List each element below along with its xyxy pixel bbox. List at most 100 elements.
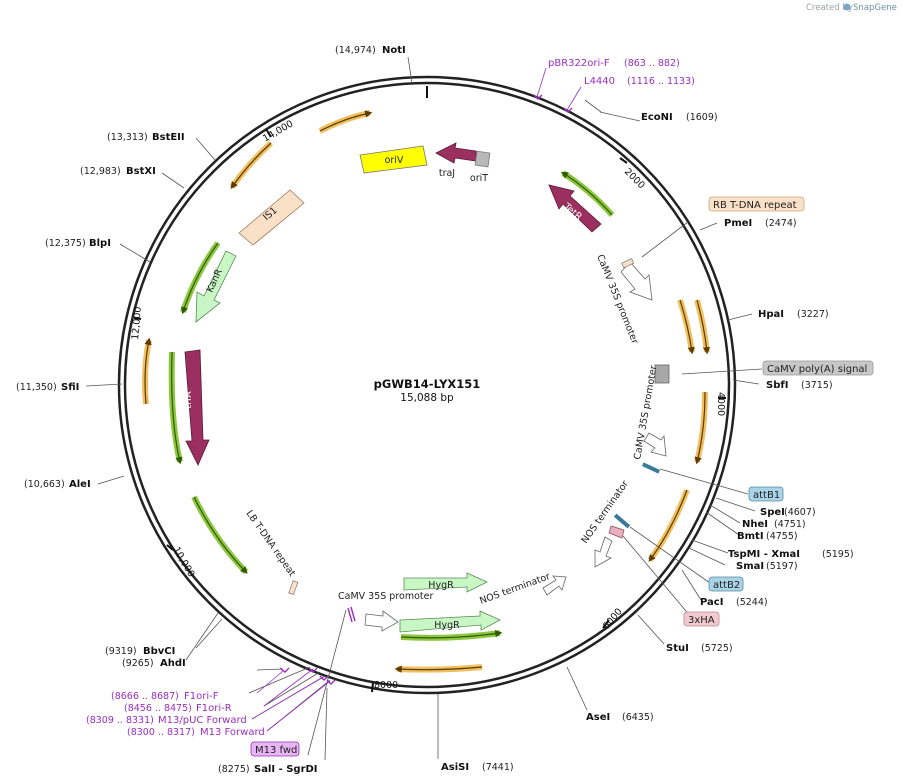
site-SmaI: SmaI (5197) bbox=[736, 561, 798, 572]
tick-2000: 2000 bbox=[622, 166, 647, 191]
svg-text:(9265): (9265) bbox=[122, 658, 154, 669]
primer-L4440: L4440 (1116 .. 1133) bbox=[584, 76, 695, 87]
orf-8-line bbox=[648, 489, 688, 562]
attB2-marker bbox=[613, 513, 631, 529]
site-BbvCI: (9319) BbvCI bbox=[105, 646, 175, 657]
svg-text:(10,663): (10,663) bbox=[24, 479, 65, 490]
svg-text:(1609): (1609) bbox=[686, 112, 718, 123]
oriV-feature bbox=[359, 145, 428, 174]
backbone bbox=[117, 75, 737, 695]
site-SpeI: SpeI (4607) bbox=[760, 507, 816, 518]
primer-arrowheads bbox=[279, 94, 573, 685]
nos-terminator-2-label: NOS terminator bbox=[478, 571, 552, 607]
traJ-label: traJ bbox=[439, 168, 455, 179]
site-TspMI-XmaI: TspMI - XmaI (5195) bbox=[728, 549, 854, 560]
svg-text:AhdI: AhdI bbox=[160, 658, 186, 669]
primer-F1ori-R: (8456 .. 8475) F1ori-R bbox=[124, 703, 232, 714]
svg-text:(8309 .. 8331): (8309 .. 8331) bbox=[86, 715, 154, 726]
site-AsiSI: AsiSI (7441) bbox=[441, 762, 514, 773]
site-BlpI: (12,375) BlpI bbox=[45, 238, 111, 249]
lb-repeat-label: LB T-DNA repeat bbox=[244, 508, 298, 579]
orf-1 bbox=[318, 110, 371, 134]
svg-text:BstEII: BstEII bbox=[152, 132, 185, 143]
label-polyA: CaMV poly(A) signal bbox=[762, 360, 874, 376]
orf-7 bbox=[694, 391, 708, 463]
svg-text:(7441): (7441) bbox=[482, 762, 514, 773]
orf-1-line bbox=[319, 110, 373, 132]
site-PacI: PacI (5244) bbox=[700, 597, 768, 608]
site-AseI: AseI (6435) bbox=[586, 712, 654, 723]
site-PmeI: PmeI (2474) bbox=[724, 218, 797, 229]
site-NotI: (14,974) NotI bbox=[335, 45, 406, 56]
tick-8000: 8000 bbox=[374, 680, 398, 691]
svg-text:(4751): (4751) bbox=[774, 519, 806, 530]
oriT-label: oriT bbox=[470, 173, 488, 184]
svg-text:(6435): (6435) bbox=[622, 712, 654, 723]
label-3xHA: 3xHA bbox=[683, 611, 720, 627]
svg-text:BmtI: BmtI bbox=[737, 531, 764, 542]
polyA-marker bbox=[654, 364, 670, 384]
site-SalI-SgrDI: (8275) SalI - SgrDI bbox=[218, 764, 318, 775]
svg-text:(8666 .. 8687): (8666 .. 8687) bbox=[111, 691, 179, 702]
tick-12000: 12,000 bbox=[130, 306, 144, 340]
svg-text:(863 .. 882): (863 .. 882) bbox=[624, 58, 680, 69]
svg-text:(14,974): (14,974) bbox=[335, 45, 376, 56]
svg-text:(9319): (9319) bbox=[105, 646, 137, 657]
hygr-1-label: HygR bbox=[428, 580, 454, 591]
primer-marker-b bbox=[350, 606, 356, 622]
svg-text:HpaI: HpaI bbox=[758, 309, 784, 320]
svg-text:SmaI: SmaI bbox=[736, 561, 764, 572]
svg-text:RB T-DNA repeat: RB T-DNA repeat bbox=[713, 200, 797, 211]
svg-text:EcoNI: EcoNI bbox=[641, 112, 673, 123]
svg-text:(8456 .. 8475): (8456 .. 8475) bbox=[124, 703, 192, 714]
tick-marks bbox=[133, 128, 726, 693]
svg-text:(4755): (4755) bbox=[766, 531, 798, 542]
orf-7-line bbox=[694, 391, 706, 465]
orf-5-line bbox=[679, 299, 695, 355]
svg-text:attB1: attB1 bbox=[753, 490, 780, 501]
site-SbfI: SbfI (3715) bbox=[766, 380, 833, 391]
tick-6000: 6000 bbox=[601, 606, 625, 632]
svg-text:TspMI - XmaI: TspMI - XmaI bbox=[728, 549, 800, 560]
TetR-feature bbox=[548, 184, 602, 233]
site-EcoNI: EcoNI (1609) bbox=[641, 112, 718, 123]
oriV-label: oriV bbox=[385, 155, 404, 166]
orf-11 bbox=[191, 495, 249, 575]
traJ-feature bbox=[435, 142, 477, 164]
primer-pBR322ori-F: pBR322ori-F (863 .. 882) bbox=[548, 58, 680, 69]
svg-text:(12,983): (12,983) bbox=[80, 166, 121, 177]
KanR-feature bbox=[195, 250, 237, 323]
primer-M13-pUC-Forward: (8309 .. 8331) M13/pUC Forward bbox=[86, 715, 247, 726]
camv-promoter-2-arrow bbox=[643, 432, 667, 457]
svg-text:(3715): (3715) bbox=[801, 380, 833, 391]
site-StuI: StuI (5725) bbox=[666, 643, 733, 654]
trfA-label: trfA bbox=[183, 391, 194, 409]
orf-3-line bbox=[144, 337, 152, 405]
svg-text:(12,375): (12,375) bbox=[45, 238, 86, 249]
label-rb-repeat: RB T-DNA repeat bbox=[708, 196, 805, 212]
svg-text:BlpI: BlpI bbox=[89, 238, 111, 249]
label-attB2: attB2 bbox=[708, 576, 744, 592]
svg-text:NotI: NotI bbox=[382, 45, 406, 56]
svg-text:(5244): (5244) bbox=[736, 597, 768, 608]
site-NheI: NheI (4751) bbox=[742, 519, 806, 530]
svg-text:(5197): (5197) bbox=[766, 561, 798, 572]
orf-arrows bbox=[142, 110, 711, 673]
oriT-feature bbox=[474, 150, 491, 168]
label-M13-fwd: M13 fwd bbox=[250, 741, 300, 757]
primers: pBR322ori-F (863 .. 882) L4440 (1116 .. … bbox=[86, 58, 695, 738]
nos-terminator-2-arrow bbox=[542, 575, 567, 596]
primer-M13-Forward: (8300 .. 8317) M13 Forward bbox=[127, 727, 265, 738]
snapgene-icon bbox=[843, 3, 851, 11]
orf-11-line bbox=[193, 496, 248, 574]
svg-text:BstXI: BstXI bbox=[126, 166, 156, 177]
svg-text:AseI: AseI bbox=[586, 712, 610, 723]
svg-text:L4440: L4440 bbox=[584, 76, 615, 87]
features: oriV traJ oriT TetR IS1 KanR trfA HygR H… bbox=[183, 142, 670, 633]
orf-2-line bbox=[230, 142, 272, 189]
svg-text:SpeI: SpeI bbox=[760, 507, 785, 518]
orf-13-line bbox=[394, 665, 483, 673]
svg-text:BbvCI: BbvCI bbox=[143, 646, 175, 657]
orf-4-line bbox=[560, 171, 613, 216]
label-attB1: attB1 bbox=[748, 486, 784, 502]
